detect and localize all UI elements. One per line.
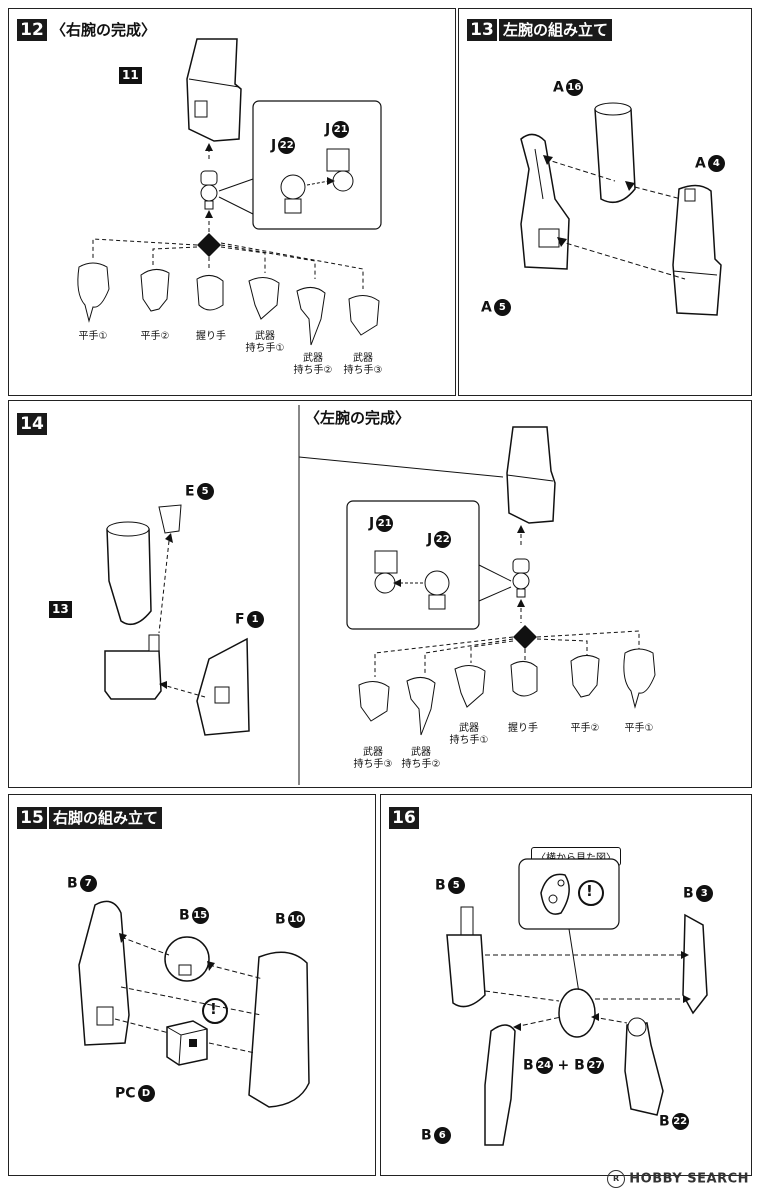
step-title: 〈左腕の完成〉	[305, 409, 411, 427]
step-number: 12	[17, 19, 47, 41]
caution-icon	[578, 880, 604, 906]
leg-joint-assembly-diagram	[446, 858, 708, 1146]
hand-label-1: 武器 持ち手③	[353, 747, 393, 770]
right-leg-assembly-diagram	[78, 900, 310, 1108]
step-title: 左腕の組み立て	[499, 19, 613, 41]
hand-label-3: 武器 持ち手①	[449, 723, 489, 746]
hand-label-4: 握り手	[508, 723, 538, 734]
right-arm-diagram	[77, 38, 382, 346]
step-number: 15	[17, 807, 47, 829]
hand-label-6: 武器 持ち手③	[343, 353, 383, 376]
step-number: 16	[389, 807, 419, 829]
parts-diamond-icon	[513, 625, 537, 649]
part-label-13: 13	[49, 601, 72, 618]
caution-mark-15: !	[210, 1000, 217, 1018]
left-arm-assembly-diagram	[520, 102, 722, 316]
parts-diamond-icon	[197, 233, 221, 257]
left-arm-completion-diagram	[104, 405, 656, 785]
part-label-11: 11	[119, 67, 142, 84]
step-12-panel: 12 〈右腕の完成〉	[8, 8, 456, 396]
step-number: 13	[467, 19, 497, 41]
hand-label-4: 武器 持ち手①	[245, 331, 285, 354]
hand-label-6: 平手①	[624, 723, 654, 734]
hand-label-3: 握り手	[196, 331, 226, 342]
hand-label-1: 平手①	[78, 331, 108, 342]
step-14-panel: 14 〈左腕の完成〉	[8, 400, 752, 788]
step-16-panel: 16 〈横から見た図〉 B5 B3 B6 B	[380, 794, 752, 1176]
step-title: 右脚の組み立て	[49, 807, 163, 829]
hand-label-2: 平手②	[140, 331, 170, 342]
hand-label-5: 平手②	[570, 723, 600, 734]
step-title: 〈右腕の完成〉	[51, 21, 157, 39]
caution-mark-16: !	[586, 882, 593, 900]
hand-label-5: 武器 持ち手②	[293, 353, 333, 376]
step-number: 14	[17, 413, 47, 435]
hand-label-2: 武器 持ち手②	[401, 747, 441, 770]
